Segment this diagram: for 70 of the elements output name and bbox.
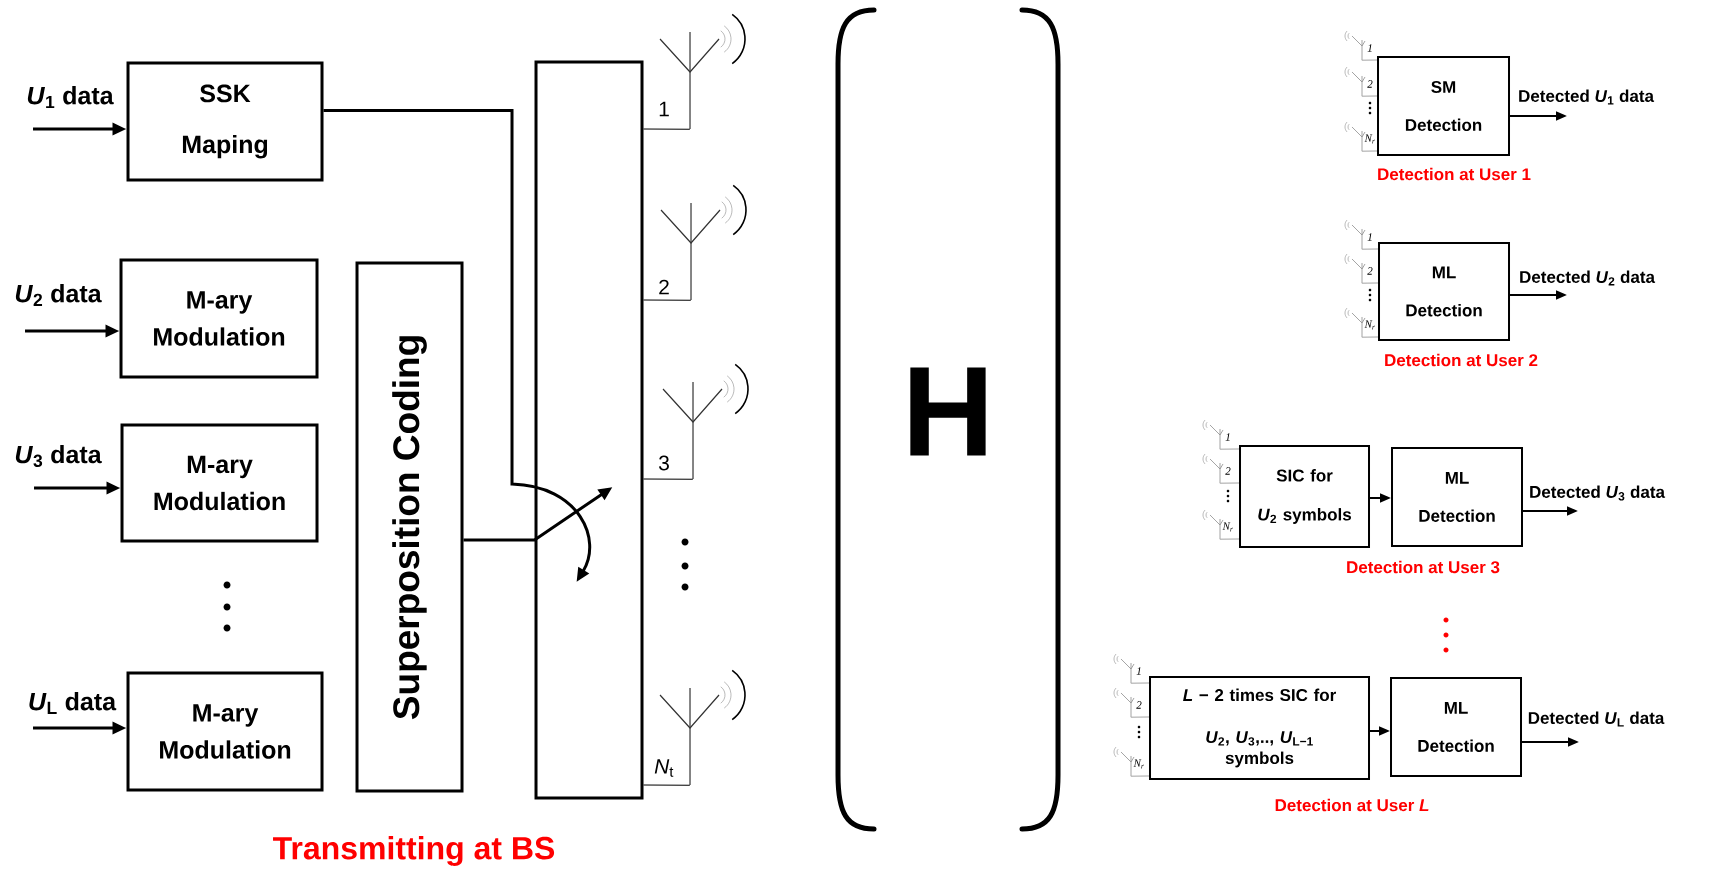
antenna-number: 2 (1367, 80, 1373, 88)
process-box: ML Detection (1378, 242, 1510, 341)
feed-line (1361, 59, 1378, 61)
antenna-number: 1 (659, 101, 669, 117)
antenna-number: 2 (1367, 267, 1373, 275)
antenna-icon (1344, 219, 1366, 250)
feed-line (642, 299, 692, 301)
feed-line (1361, 95, 1378, 97)
section-caption: Detection at User L (1275, 798, 1429, 812)
feed-line (1219, 538, 1240, 540)
feed-line (1361, 336, 1379, 338)
antenna-icon (1113, 653, 1135, 684)
edge-label: Detected U$_{3}$ data (1530, 485, 1666, 501)
feed-line (1361, 150, 1378, 152)
process-box: ML Detection (1391, 447, 1523, 547)
edge-label: U$_{L}$ data (29, 692, 117, 714)
antenna-icon (1344, 307, 1366, 338)
process-box: Superposition Coding (355, 261, 464, 793)
antenna-number: 2 (659, 279, 669, 295)
section-caption: Detection at User 1 (1378, 167, 1531, 181)
process-box: SSK Maping (126, 61, 324, 182)
antenna-icon (1202, 509, 1224, 540)
antenna-number: 1 (1367, 233, 1372, 241)
process-box: L − 2 times SIC for U$_{2}$, U$_{3}$,.., U$_{L−1}$ symbols (1149, 676, 1370, 780)
antenna-number: 1 (1225, 433, 1230, 441)
edge-label: U$_{3}$ data (15, 445, 102, 468)
antenna-icon (1113, 746, 1135, 777)
process-box: M-ary Modulation (126, 671, 324, 792)
feed-line (1130, 682, 1150, 684)
switch-box (534, 60, 644, 800)
process-box: M-ary Modulation (119, 258, 319, 379)
antenna-icon (1344, 30, 1366, 61)
feed-line (1130, 716, 1150, 718)
antenna-icon (1344, 121, 1366, 152)
feed-line (1130, 775, 1150, 777)
antenna-number: 3 (658, 455, 669, 471)
process-box: ML Detection (1390, 677, 1522, 777)
feed-line (1219, 482, 1240, 484)
process-box: SIC for U$_{2}$ symbols (1239, 445, 1370, 548)
feed-line (642, 478, 694, 480)
antenna-number: 2 (1225, 467, 1231, 475)
process-box: SM Detection (1377, 56, 1510, 156)
antenna-number: N$_{r}$ (1133, 759, 1144, 769)
matrix-symbol: H (910, 367, 986, 456)
feed-line (1361, 282, 1379, 284)
section-caption: Detection at User 2 (1385, 353, 1538, 367)
antenna-icon (1202, 419, 1224, 450)
feed-line (642, 784, 691, 786)
edge-label: Detected U$_{1}$ data (1519, 89, 1655, 105)
antenna-number: 1 (1136, 667, 1141, 675)
antenna-number: 2 (1136, 701, 1142, 709)
feed-line (1219, 448, 1240, 450)
feed-line (642, 128, 691, 130)
edge-label: U$_{1}$ data (27, 86, 114, 108)
antenna-number: N$_{t}$ (654, 759, 674, 777)
antenna-icon (1202, 453, 1224, 484)
antenna-icon (1344, 253, 1366, 284)
feed-line (1361, 248, 1379, 250)
antenna-number: N$_{r}$ (1222, 522, 1233, 532)
antenna-icon (1113, 687, 1135, 718)
section-caption: Detection at User 3 (1347, 560, 1500, 574)
process-box: M-ary Modulation (120, 423, 319, 543)
antenna-number: 1 (1367, 44, 1372, 52)
edge-label: Detected U$_{L}$ data (1528, 711, 1665, 727)
edge-label: Detected U$_{2}$ data (1520, 270, 1656, 286)
edge-label: U$_{2}$ data (15, 284, 102, 306)
section-caption: Transmitting at BS (273, 836, 555, 866)
antenna-icon (1344, 66, 1366, 97)
antenna-number: N$_{r}$ (1364, 320, 1375, 330)
antenna-number: N$_{r}$ (1364, 134, 1375, 144)
